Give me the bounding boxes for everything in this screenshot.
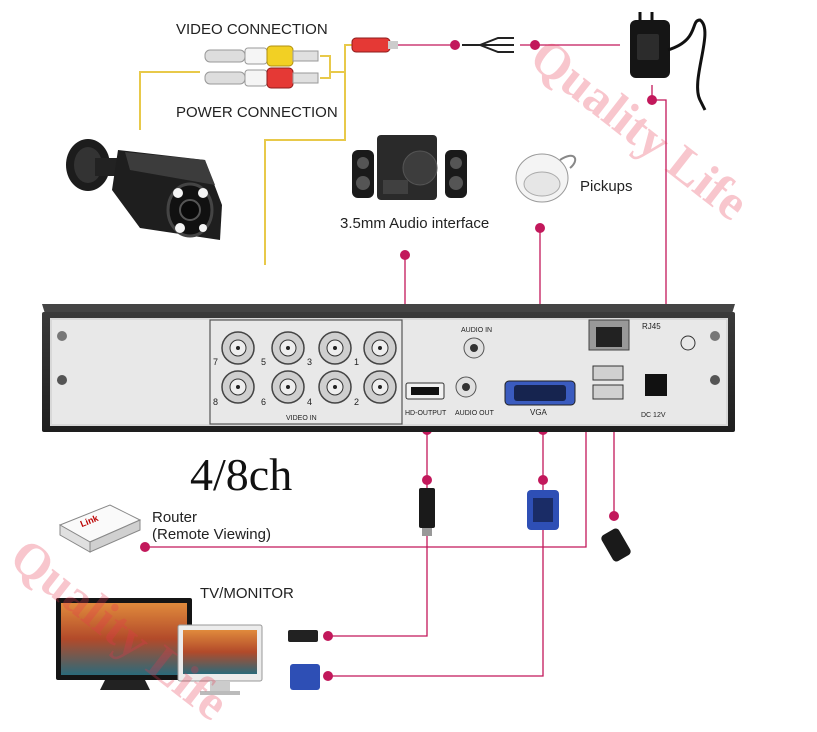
usb-mouse-receiver: [601, 528, 631, 562]
vga-to-monitor-line: [330, 430, 544, 677]
bnc-port-pin: [286, 346, 290, 350]
camera-cable: [139, 44, 352, 265]
video-power-plugs: [204, 37, 398, 89]
router-sub-label: (Remote Viewing): [152, 526, 271, 543]
audio-out-label: AUDIO OUT: [455, 410, 494, 417]
hdmi-to-monitor-line: [330, 430, 428, 637]
rear-panel-ports: [405, 319, 696, 406]
audio-interface-label: 3.5mm Audio interface: [340, 215, 490, 232]
router-label: Router: [152, 509, 198, 526]
vga-label: VGA: [530, 408, 547, 417]
vga-cable: [527, 490, 559, 530]
channel-number-label: 5: [261, 357, 267, 367]
channel-number-label: 4: [307, 397, 313, 407]
channel-number-label: 2: [354, 397, 360, 407]
dc-label: DC 12V: [641, 412, 666, 419]
video-connection-label: VIDEO CONNECTION: [176, 21, 328, 38]
router-device: [58, 504, 142, 553]
hd-output-label: HD-OUTPUT: [405, 410, 447, 417]
pickups-label: Pickups: [580, 178, 633, 195]
speaker-set: [352, 135, 467, 200]
channel-number-label: 3: [307, 357, 313, 367]
bnc-port-pin: [236, 385, 240, 389]
bnc-port-pin: [333, 385, 337, 389]
channel-count-title: 4/8ch: [190, 449, 293, 500]
bnc-port-pin: [236, 346, 240, 350]
tv-monitors: [56, 598, 320, 695]
cctv-camera: [66, 139, 222, 240]
channel-number-label: 7: [213, 357, 219, 367]
bnc-ports: [221, 331, 397, 404]
bnc-port-pin: [333, 346, 337, 350]
channel-number-label: 6: [261, 397, 267, 407]
audio-in-label: AUDIO IN: [461, 327, 493, 334]
video-in-label: VIDEO IN: [286, 415, 317, 422]
pickup-microphone: [515, 153, 577, 203]
dvr-unit: [42, 304, 735, 432]
bnc-port-pin: [286, 385, 290, 389]
bnc-port-pin: [378, 346, 382, 350]
channel-number-label: 8: [213, 397, 219, 407]
channel-number-label: 1: [354, 357, 360, 367]
rj45-label: RJ45: [642, 322, 661, 331]
bnc-port-pin: [378, 385, 382, 389]
hdmi-cable: [419, 488, 435, 536]
tv-monitor-label: TV/MONITOR: [200, 585, 294, 602]
power-splitter: [462, 37, 514, 53]
power-connection-label: POWER CONNECTION: [176, 104, 338, 121]
power-adapter: [630, 12, 707, 111]
